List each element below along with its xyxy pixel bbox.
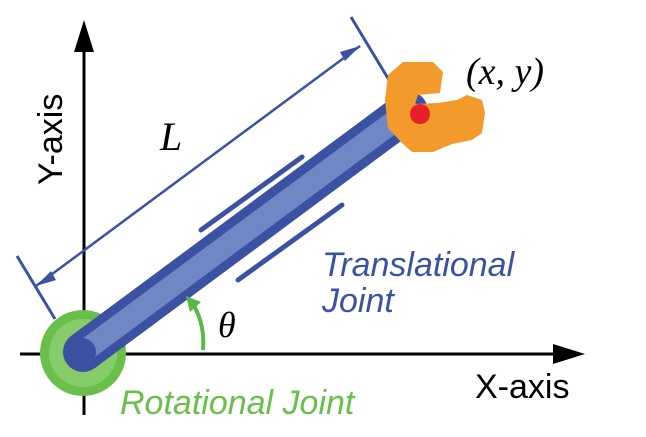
angle-label: θ xyxy=(218,305,236,345)
y-axis-arrowhead xyxy=(74,20,94,52)
rotational-joint-label: Rotational Joint xyxy=(120,384,356,422)
end-point xyxy=(410,104,430,124)
angle-arc xyxy=(186,296,206,351)
length-dimension xyxy=(15,16,391,320)
length-arrowhead-start xyxy=(36,271,56,286)
joint-pivot xyxy=(68,338,96,366)
translational-motion-marks xyxy=(198,154,345,283)
translational-joint-label-line1: Translational xyxy=(322,246,516,284)
arm-link xyxy=(63,91,428,372)
gripper-icon xyxy=(385,62,485,152)
coordinates-label: (x, y) xyxy=(466,51,544,93)
length-arrowhead-end xyxy=(340,46,360,61)
angle-arrowhead xyxy=(186,296,201,312)
x-axis-arrowhead xyxy=(553,344,585,364)
y-axis-label: Y-axis xyxy=(32,94,70,185)
x-axis-label: X-axis xyxy=(475,368,569,406)
translational-joint-label-line2: Joint xyxy=(321,282,395,320)
length-label: L xyxy=(159,114,182,159)
